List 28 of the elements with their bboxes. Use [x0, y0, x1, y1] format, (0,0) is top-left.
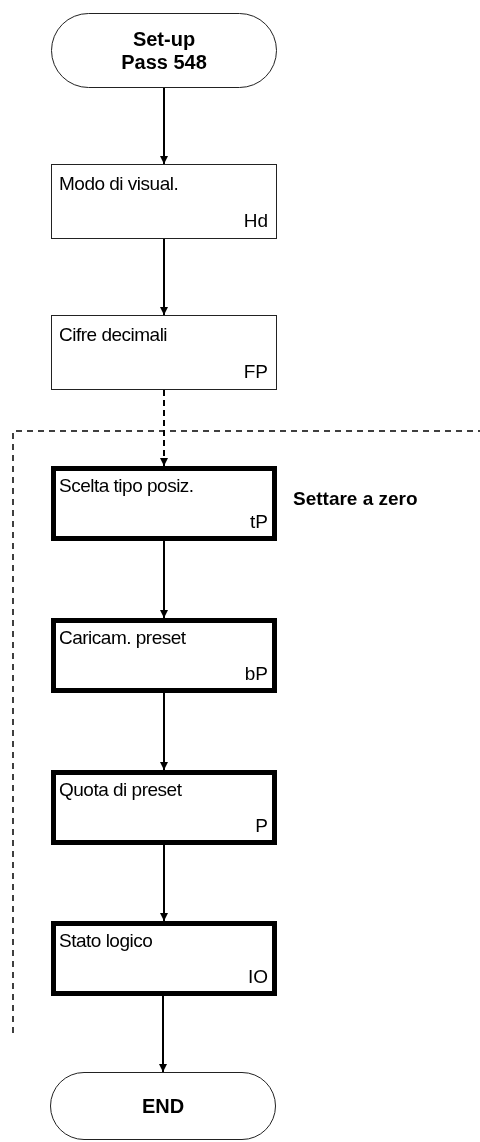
process-box	[51, 315, 277, 390]
parameter-code: P	[255, 815, 268, 837]
step-name: Scelta tipo posiz.	[59, 475, 194, 497]
step-name: Modo di visual.	[59, 173, 179, 195]
parameter-code: Hd	[243, 210, 268, 232]
parameter-code: FP	[243, 361, 268, 383]
process-box	[51, 618, 277, 693]
arrow	[160, 692, 168, 771]
parameter-code: bP	[244, 663, 268, 685]
process-box	[51, 921, 277, 996]
step-name: Stato logico	[59, 930, 153, 952]
arrow	[160, 238, 168, 316]
terminator-label: END	[140, 1094, 186, 1118]
arrow	[160, 87, 168, 165]
terminator-label: Set-up Pass 548	[120, 27, 208, 74]
parameter-code: tP	[250, 511, 268, 533]
parameter-code: IO	[247, 966, 268, 988]
process-box	[51, 770, 277, 845]
arrow	[160, 844, 168, 922]
step-name: Cifre decimali	[59, 324, 168, 346]
group-note: Settare a zero	[293, 488, 418, 510]
step-name: Quota di preset	[59, 779, 182, 801]
step-name: Caricam. preset	[59, 627, 186, 649]
arrow	[160, 540, 168, 619]
arrow	[160, 389, 168, 467]
process-box	[51, 164, 277, 239]
process-box	[51, 466, 277, 541]
arrow	[159, 995, 167, 1073]
